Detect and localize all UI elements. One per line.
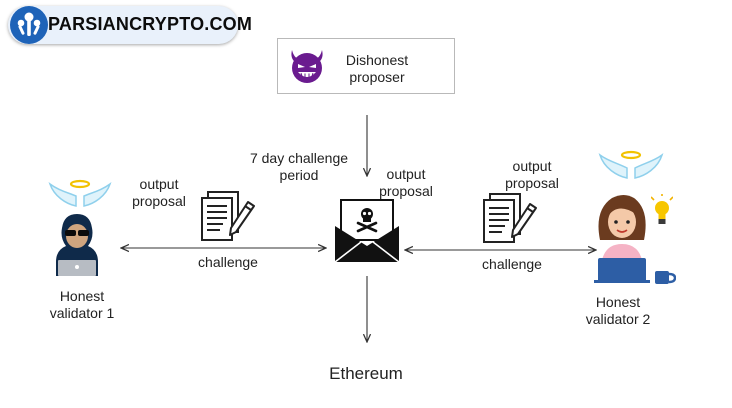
challenge-period-line2: period xyxy=(279,167,319,183)
validator1-line2: validator 1 xyxy=(49,305,115,321)
center-proposal-line1: output xyxy=(386,166,426,182)
proposer-label: Dishonest proposer xyxy=(337,52,417,86)
left-proposal-line2: proposal xyxy=(132,193,186,209)
parsiancrypto-logo-icon xyxy=(10,6,48,44)
mug-icon xyxy=(654,268,677,286)
validator2-angel-wings-halo-icon xyxy=(598,148,664,184)
center-proposal-line2: proposal xyxy=(379,183,433,199)
validator1-label: Honest validator 1 xyxy=(34,288,130,322)
right-proposal-line1: output xyxy=(512,158,552,174)
devil-face-icon xyxy=(285,44,329,86)
validator2-line2: validator 2 xyxy=(585,311,651,327)
envelope-skull-icon xyxy=(333,196,401,266)
validator2-line1: Honest xyxy=(595,294,641,310)
challenge-period-label: 7 day challenge period xyxy=(236,150,362,184)
logo-text: PARSIANCRYPTO.COM xyxy=(48,14,253,34)
center-proposal-label: output proposal xyxy=(371,166,441,200)
left-challenge-label: challenge xyxy=(198,254,258,270)
validator1-angel-wings-halo-icon xyxy=(48,178,112,212)
proposer-label-line2: proposer xyxy=(349,69,405,85)
lightbulb-icon xyxy=(650,194,674,228)
woman-laptop-icon xyxy=(590,190,654,284)
hooded-hacker-icon xyxy=(50,210,104,278)
right-document-pen-icon xyxy=(480,192,538,246)
validator1-line1: Honest xyxy=(59,288,105,304)
challenge-period-line1: 7 day challenge xyxy=(249,150,349,166)
left-document-pen-icon xyxy=(198,190,256,244)
validator2-label: Honest validator 2 xyxy=(568,294,668,328)
left-proposal-label: output proposal xyxy=(125,176,193,210)
ethereum-label: Ethereum xyxy=(329,364,403,383)
proposer-label-line1: Dishonest xyxy=(345,52,409,68)
right-proposal-line2: proposal xyxy=(505,175,559,191)
left-proposal-line1: output xyxy=(139,176,179,192)
right-challenge-label: challenge xyxy=(482,256,542,272)
right-proposal-label: output proposal xyxy=(497,158,567,192)
